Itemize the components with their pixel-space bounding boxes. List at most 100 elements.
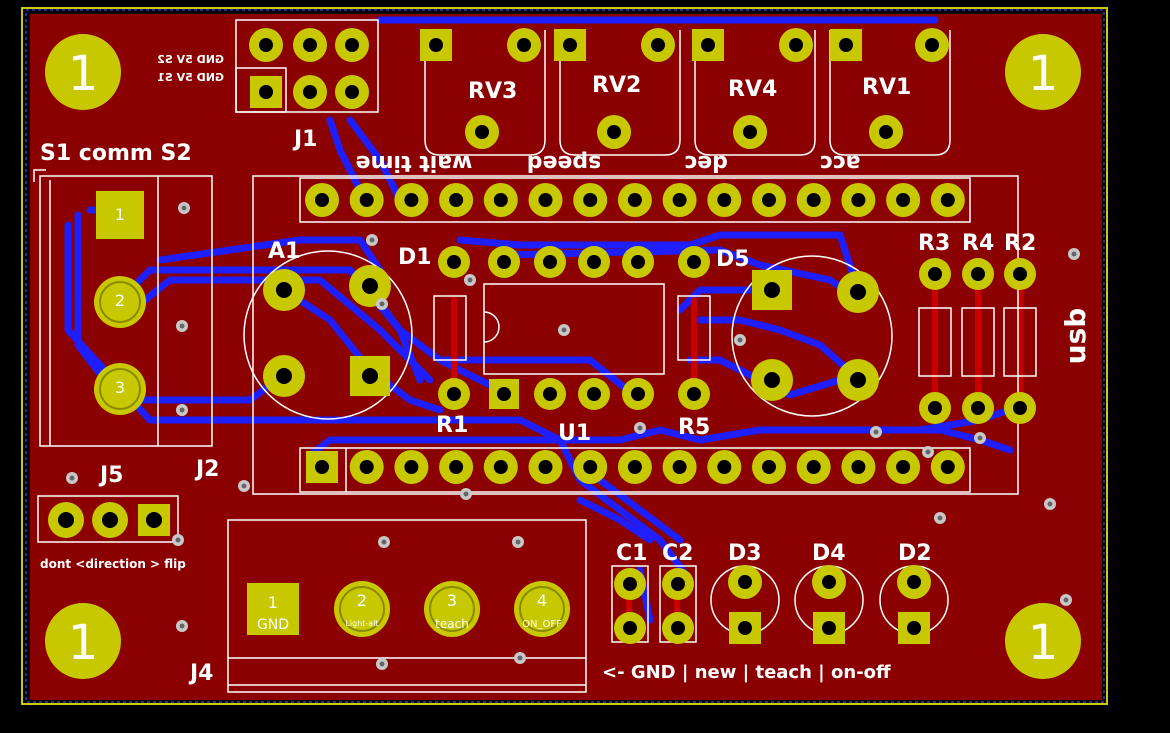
j4-pad-4: [514, 581, 570, 637]
a1-top-pad-13: [841, 183, 876, 217]
rv4-pad-1: [692, 29, 724, 61]
a1-bottom-pad-13: [841, 450, 876, 484]
a1-top-pad-6: [528, 183, 563, 217]
via-14: [870, 426, 882, 438]
rv1-outline: [829, 30, 951, 156]
j2-pin1-label: 1: [115, 205, 125, 224]
c1-pad-1: [614, 568, 646, 600]
j2-pad-2: [94, 276, 146, 328]
label-acc: acc: [820, 150, 861, 175]
label-s1-comm-s2: S1 comm S2: [40, 141, 192, 166]
via-18: [934, 512, 946, 524]
a1-top-pad-11: [752, 183, 786, 217]
front-copper-traces: [451, 267, 1023, 633]
rv2-outline: [559, 30, 681, 156]
via-12: [734, 334, 746, 346]
j5-outline: [37, 495, 179, 543]
j5-pad-2: [92, 502, 128, 538]
via-9: [176, 620, 188, 632]
rv2-pad-1: [554, 29, 586, 61]
via-8: [376, 658, 388, 670]
a1-top-pad-5: [483, 183, 518, 217]
j4-pad-1: [247, 583, 299, 635]
label-speed: speed: [527, 150, 601, 175]
via-17: [1044, 498, 1056, 510]
a1-cap-outline: [243, 250, 413, 420]
j2-pad-1: [96, 191, 144, 239]
a1-bottom-pad-2: [349, 450, 384, 484]
d5-cap-outline: [731, 255, 893, 417]
silkscreen-labels: GND 5V S2 GND 5V S1 J1 RV3 RV2 RV4 RV1 S…: [40, 53, 1092, 686]
a1-top-pad-14: [886, 183, 921, 217]
rv3-pad-2: [465, 115, 499, 149]
d5-cap-pad-2: [837, 271, 879, 313]
r4-pad-2: [962, 392, 994, 424]
label-direction: dont <direction > flip: [40, 557, 186, 571]
via-11: [558, 324, 570, 336]
a1-bottom-pad-14: [886, 450, 921, 484]
label-wait-time: wait time: [356, 150, 473, 175]
mounting-hole-tr: [1005, 34, 1081, 110]
a1-top-pad-8: [617, 183, 652, 217]
via-24: [1060, 594, 1072, 606]
r5-pad-1: [678, 378, 710, 410]
j4-outline: [227, 519, 587, 693]
label-rv4: RV4: [728, 77, 777, 102]
a1-bottom-pad-3: [394, 450, 429, 484]
j1-legend-mirrored: GND 5V S2 GND 5V S1: [157, 53, 224, 84]
j4-pin1-num: 1: [268, 593, 278, 612]
mounting-hole-label-bl: 1: [68, 615, 99, 671]
j1-pad-1: [249, 28, 283, 62]
d5-cap-pad-4: [837, 359, 879, 401]
a1-top-pad-3: [394, 183, 429, 217]
u1-notch: [483, 311, 500, 343]
u1-pad-7: [534, 246, 566, 278]
rv4-pad-2: [733, 115, 767, 149]
label-rv1: RV1: [862, 75, 911, 100]
a1-top-pad-12: [796, 183, 831, 217]
d3-pad-1: [729, 612, 761, 644]
rv2-pad-3: [641, 28, 675, 62]
label-u1: U1: [558, 421, 591, 446]
a1-cap-pad-4: [350, 356, 390, 396]
board-keepout-outline: [25, 9, 1105, 703]
pads-layer: [48, 28, 1036, 644]
j2-pin1-corner: [33, 169, 46, 182]
via-6: [376, 298, 388, 310]
terminal-pad-labels: 1 2 3 1 GND 2 Light-alt 3 teach 4 ON_OFF: [115, 205, 562, 633]
rv4-pad-3: [779, 28, 813, 62]
j1-legend-line1: GND 5V S2: [157, 53, 224, 66]
u1-pad-2: [534, 378, 566, 410]
back-copper-traces: [64, 16, 1019, 624]
d1-pad-1: [438, 246, 470, 278]
label-rv2: RV2: [592, 73, 641, 98]
label-r4: R4: [962, 231, 994, 256]
u1-pad-8: [488, 246, 520, 278]
a1-bottom-pad-11: [752, 450, 786, 484]
via-2: [176, 320, 188, 332]
label-a1: A1: [268, 239, 300, 264]
label-c1: C1: [616, 541, 647, 566]
rv1-pad-1: [830, 29, 862, 61]
j5-pad-1: [48, 502, 84, 538]
a1-bottom-pad-8: [617, 450, 652, 484]
j2-outline: [39, 175, 213, 447]
u1-pad-3: [578, 378, 610, 410]
r4-body: [961, 307, 995, 377]
label-r1: R1: [436, 413, 468, 438]
a1-top-pad-9: [662, 183, 697, 217]
d3-pad-2: [728, 565, 762, 599]
via-23: [1068, 248, 1080, 260]
label-d4: D4: [812, 541, 846, 566]
mounting-hole-tl: [45, 34, 121, 110]
j4-pin2-num: 2: [357, 591, 367, 610]
via-19: [514, 652, 526, 664]
j2-pin2-label: 2: [115, 291, 125, 310]
via-1: [178, 202, 190, 214]
j1-outline: [235, 19, 379, 113]
via-21: [172, 534, 184, 546]
u1-ic-outline: [483, 283, 665, 375]
a1-top-pad-1: [305, 183, 339, 217]
a1-top-header-outline: [299, 177, 971, 223]
